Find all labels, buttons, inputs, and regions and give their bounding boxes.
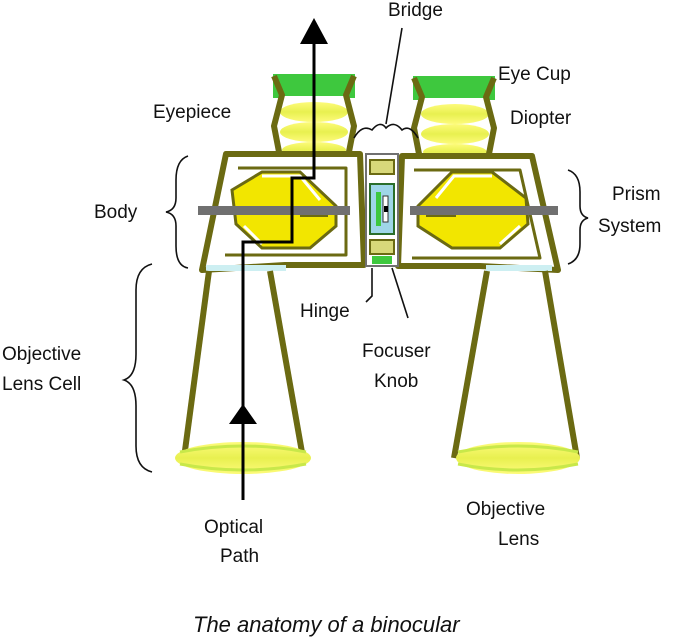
label-prism-line2: System	[598, 216, 661, 237]
label-focuser-line2: Knob	[374, 371, 418, 392]
body-brace	[165, 155, 189, 269]
right-eyepiece	[411, 76, 497, 160]
focuser-knob-shape	[369, 183, 395, 235]
label-diopter: Diopter	[510, 108, 572, 129]
label-eye-cup: Eye Cup	[498, 64, 571, 85]
label-objective-cell-line2: Lens Cell	[2, 374, 81, 395]
prism-brace	[567, 169, 589, 265]
right-eyepiece-lens-middle	[421, 124, 489, 144]
optical-path-line	[229, 18, 328, 500]
optical-path-arrow-up-icon	[300, 18, 328, 44]
label-prism-line1: Prism	[612, 184, 661, 205]
label-optical-path-line1: Optical	[204, 517, 263, 538]
center-hinge-assembly	[365, 153, 399, 267]
label-body: Body	[94, 202, 138, 223]
right-rail	[410, 206, 558, 215]
label-objective-lens-line2: Lens	[498, 529, 539, 550]
hinge-leader	[365, 268, 373, 303]
label-optical-path-line2: Path	[220, 546, 259, 567]
right-eye-cup	[413, 76, 495, 100]
left-body	[198, 151, 367, 273]
right-eyepiece-lens-upper	[421, 104, 489, 124]
label-focuser-line1: Focuser	[362, 341, 431, 362]
right-barrel	[395, 76, 580, 474]
right-objective-lens	[456, 442, 580, 474]
right-body	[395, 153, 561, 273]
objective-cell-brace	[121, 263, 153, 473]
right-objective-tube	[451, 265, 580, 474]
label-objective-cell-line1: Objective	[2, 344, 81, 365]
label-bridge: Bridge	[388, 0, 443, 21]
label-eyepiece: Eyepiece	[153, 102, 231, 123]
left-barrel	[175, 74, 367, 474]
diagram-caption: The anatomy of a binocular	[193, 612, 461, 637]
optical-path-arrow-mid-icon	[229, 404, 257, 424]
label-objective-lens-line1: Objective	[466, 499, 545, 520]
bridge-leader	[385, 27, 403, 125]
bridge-brace	[353, 123, 419, 139]
label-hinge: Hinge	[300, 301, 350, 322]
focuser-leader	[391, 267, 409, 319]
left-rail	[198, 206, 350, 215]
